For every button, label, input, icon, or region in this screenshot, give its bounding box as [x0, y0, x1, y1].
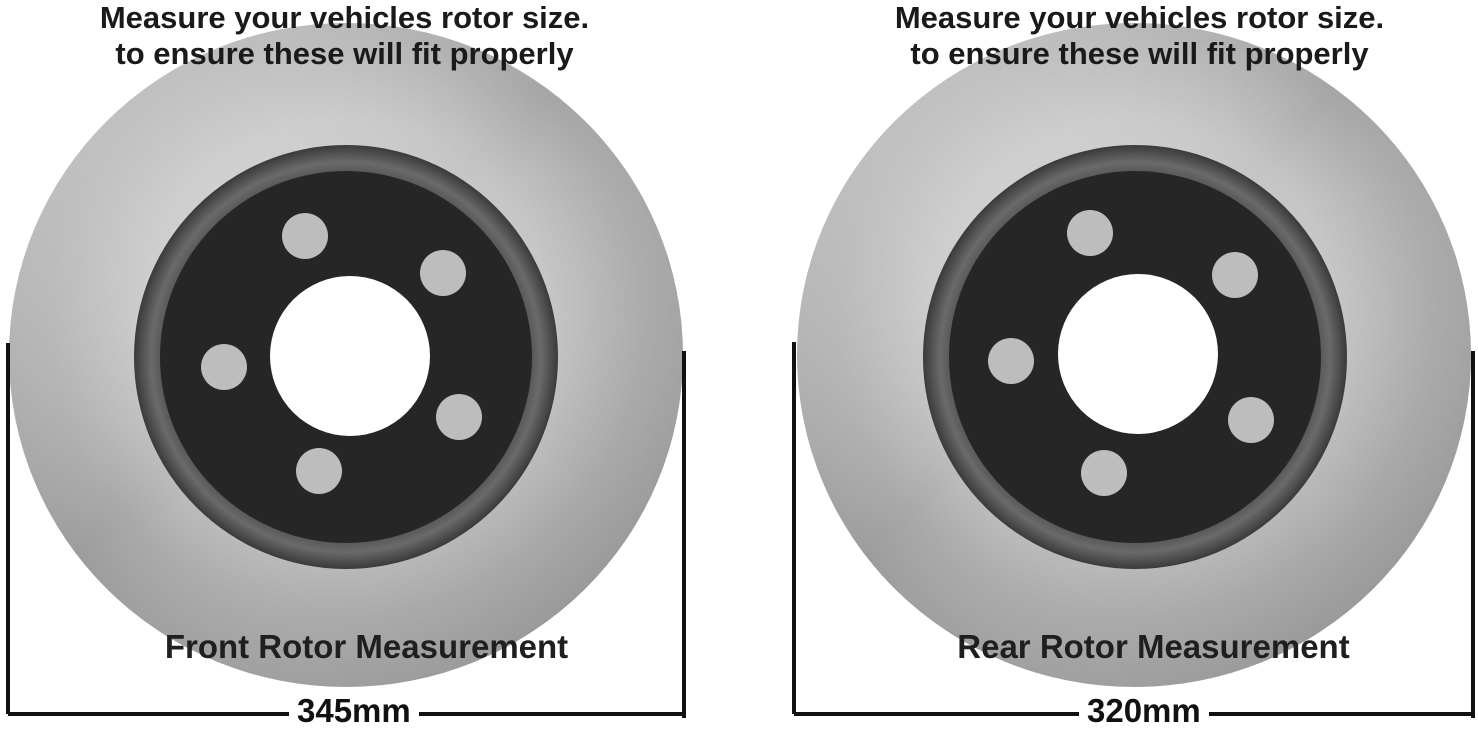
stud-hole	[988, 338, 1034, 384]
rear-rotor-measurement: 320mm	[1079, 693, 1209, 729]
front-rotor-label: Front Rotor Measurement	[164, 628, 569, 665]
stud-hole	[1228, 397, 1274, 443]
heading-line-1: Measure your vehicles rotor size.	[99, 0, 590, 35]
center-bore	[1058, 274, 1218, 434]
stud-hole	[282, 213, 328, 259]
stud-hole	[1067, 210, 1113, 256]
heading-line-2: to ensure these will fit properly	[115, 36, 574, 71]
stud-hole	[1081, 450, 1127, 496]
stud-hole	[201, 344, 247, 390]
rear-rotor-label: Rear Rotor Measurement	[957, 628, 1350, 665]
rear-rotor-image	[792, 23, 1475, 718]
front-rotor-measurement: 345mm	[289, 693, 419, 729]
rotor-heading: Measure your vehicles rotor size. to ens…	[795, 0, 1478, 72]
rotor-heading: Measure your vehicles rotor size. to ens…	[0, 0, 689, 72]
stud-hole	[1212, 252, 1258, 298]
front-rotor-panel: Measure your vehicles rotor size. to ens…	[0, 0, 689, 729]
rear-rotor-panel: Measure your vehicles rotor size. to ens…	[739, 0, 1478, 731]
stud-hole	[420, 250, 466, 296]
front-rotor-image	[6, 23, 686, 718]
stud-hole	[436, 394, 482, 440]
heading-line-1: Measure your vehicles rotor size.	[894, 0, 1385, 35]
heading-line-2: to ensure these will fit properly	[910, 36, 1369, 71]
center-bore	[270, 276, 430, 436]
stud-hole	[296, 448, 342, 494]
